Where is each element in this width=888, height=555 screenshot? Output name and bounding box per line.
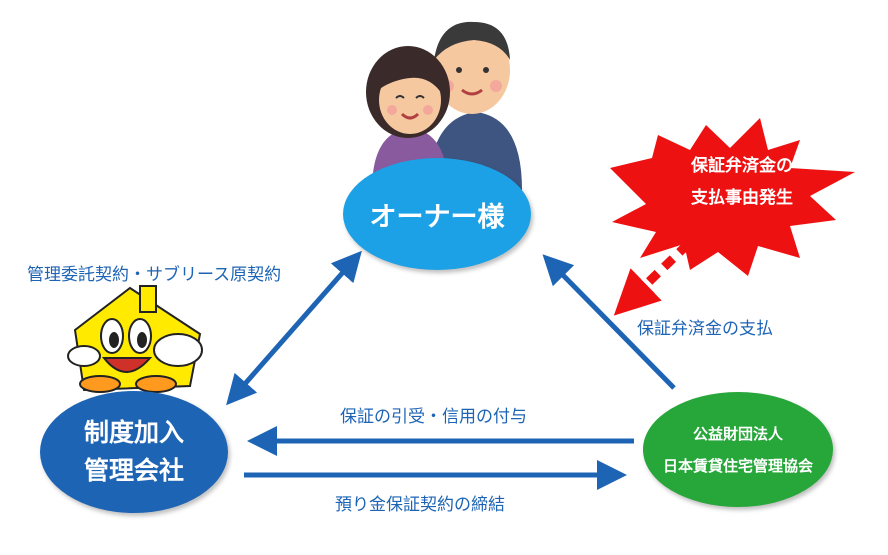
- label-company-to-assoc: 預り金保証契約の締結: [335, 495, 505, 515]
- management-company-node: 制度加入 管理会社: [40, 391, 228, 513]
- arrow-assoc-owner: [542, 254, 676, 390]
- label-assoc-to-company: 保証の引受・信用の付与: [340, 407, 527, 427]
- burst-line1: 保証弁済金の: [691, 156, 793, 176]
- alert-burst-shape: [610, 118, 855, 276]
- assoc-node-line2: 日本賃貸住宅管理協会: [662, 456, 813, 475]
- association-node: 公益財団法人 日本賃貸住宅管理協会: [643, 392, 833, 507]
- company-node-line1: 制度加入: [83, 418, 184, 447]
- house-mascot-illustration: [67, 285, 203, 393]
- label-assoc-owner: 保証弁済金の支払: [637, 319, 773, 339]
- label-owner-company: 管理委託契約・サブリース原契約: [27, 265, 282, 285]
- burst-line2: 支払事由発生: [691, 188, 793, 208]
- arrow-burst-dotted: [613, 240, 692, 316]
- owner-node-label: オーナー様: [369, 201, 505, 233]
- arrow-owner-company: [226, 250, 362, 406]
- owner-couple-illustration: [366, 21, 522, 190]
- alert-burst-text: 保証弁済金の 支払事由発生: [672, 150, 812, 214]
- assoc-node-line1: 公益財団法人: [692, 424, 783, 443]
- owner-node: オーナー様: [343, 158, 531, 270]
- company-node-line2: 管理会社: [83, 456, 184, 485]
